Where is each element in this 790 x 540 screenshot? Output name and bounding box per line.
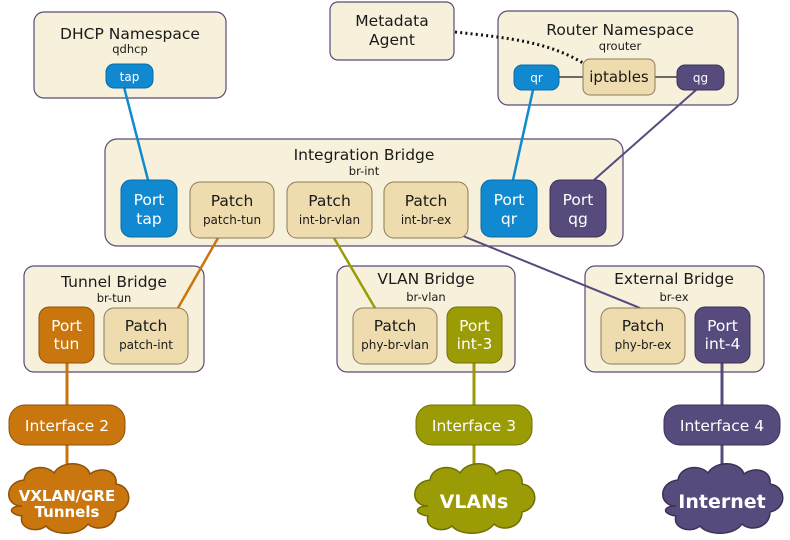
interface-2-label: Interface 2	[25, 417, 109, 435]
patch-int-br-vlan-top: Patch	[308, 192, 351, 210]
port-qr-top: Port	[494, 191, 525, 209]
patch-patch-int-bottom: patch-int	[119, 338, 173, 352]
patch-phy-br-ex-top: Patch	[622, 317, 665, 335]
port-qg-bottom: qg	[568, 210, 588, 228]
qr-label: qr	[530, 71, 543, 85]
patch-tun-bottom: patch-tun	[203, 213, 261, 227]
port-tap	[120, 179, 178, 238]
metadata-line1: Metadata	[355, 12, 428, 30]
iptables-label: iptables	[589, 68, 649, 86]
patch-int-br-vlan-bottom: int-br-vlan	[299, 213, 360, 227]
interface-3-label: Interface 3	[432, 417, 516, 435]
patch-patch-int-top: Patch	[125, 317, 168, 335]
qg-interface	[676, 64, 725, 91]
interface-4-label: Interface 4	[680, 417, 764, 435]
vlan-title: VLAN Bridge	[377, 270, 474, 288]
router-title: Router Namespace	[546, 21, 694, 39]
router-subtitle: qrouter	[599, 39, 642, 53]
tunnel-title: Tunnel Bridge	[60, 273, 167, 291]
patch-int-br-ex-bottom: int-br-ex	[401, 213, 451, 227]
vlan-subtitle: br-vlan	[406, 290, 445, 304]
link-tap	[122, 86, 150, 181]
link-patch-vlan	[332, 237, 377, 309]
tunnels-cloud-label-1: VXLAN/GRE	[19, 487, 115, 505]
metadata-line2: Agent	[369, 31, 415, 49]
integration-subtitle: br-int	[349, 164, 380, 178]
port-int-4-top: Port	[707, 317, 738, 335]
internet-cloud-label: Internet	[678, 491, 765, 513]
patch-phy-br-vlan-top: Patch	[374, 317, 417, 335]
interface-3	[415, 404, 533, 446]
dhcp-namespace-box	[33, 11, 227, 99]
tunnels-cloud-label-2: Tunnels	[35, 503, 100, 521]
patch-phy-br-ex	[600, 307, 686, 365]
link-patch-ex	[462, 235, 641, 309]
dhcp-title: DHCP Namespace	[60, 25, 200, 43]
patch-tun-top: Patch	[211, 192, 254, 210]
port-qg-top: Port	[563, 191, 594, 209]
port-tap-bottom: tap	[136, 210, 161, 228]
tap-label: tap	[120, 70, 140, 84]
patch-phy-br-vlan	[352, 307, 438, 365]
metadata-agent-box	[329, 1, 455, 61]
patch-int-br-ex-top: Patch	[405, 192, 448, 210]
external-subtitle: br-ex	[659, 290, 688, 304]
tunnel-subtitle: br-tun	[97, 291, 132, 305]
external-title: External Bridge	[614, 270, 734, 288]
tunnels-cloud-icon	[8, 463, 130, 534]
port-qr-bottom: qr	[501, 210, 518, 228]
patch-tun	[189, 181, 275, 239]
link-qr	[511, 89, 535, 181]
patch-int-br-ex	[383, 181, 469, 239]
port-tun-top: Port	[51, 317, 82, 335]
patch-phy-br-vlan-bottom: phy-br-vlan	[361, 338, 429, 352]
patch-patch-int	[103, 307, 189, 365]
vlans-cloud-icon	[414, 463, 536, 534]
tap-interface	[105, 63, 154, 89]
iptables-box	[582, 58, 656, 96]
interface-4	[663, 404, 781, 446]
qr-interface	[513, 64, 560, 91]
vlans-cloud-label: VLANs	[440, 491, 509, 513]
port-int-4-bottom: int-4	[705, 335, 741, 353]
port-qg	[549, 179, 607, 238]
patch-int-br-vlan	[286, 181, 373, 239]
port-tun-bottom: tun	[54, 335, 80, 353]
patch-phy-br-ex-bottom: phy-br-ex	[615, 338, 672, 352]
port-int-3-bottom: int-3	[457, 335, 493, 353]
port-tap-top: Port	[134, 191, 165, 209]
port-int-3-top: Port	[459, 317, 490, 335]
port-int-4	[694, 306, 751, 364]
dhcp-subtitle: qdhcp	[112, 42, 148, 56]
integration-title: Integration Bridge	[294, 146, 435, 164]
internet-cloud-icon	[662, 463, 784, 534]
port-qr	[480, 179, 538, 238]
port-tun	[38, 306, 95, 364]
link-qg	[593, 89, 697, 181]
interface-2	[8, 404, 126, 446]
port-int-3	[446, 306, 503, 364]
qg-label: qg	[693, 71, 708, 85]
link-patch-tun	[176, 237, 220, 309]
